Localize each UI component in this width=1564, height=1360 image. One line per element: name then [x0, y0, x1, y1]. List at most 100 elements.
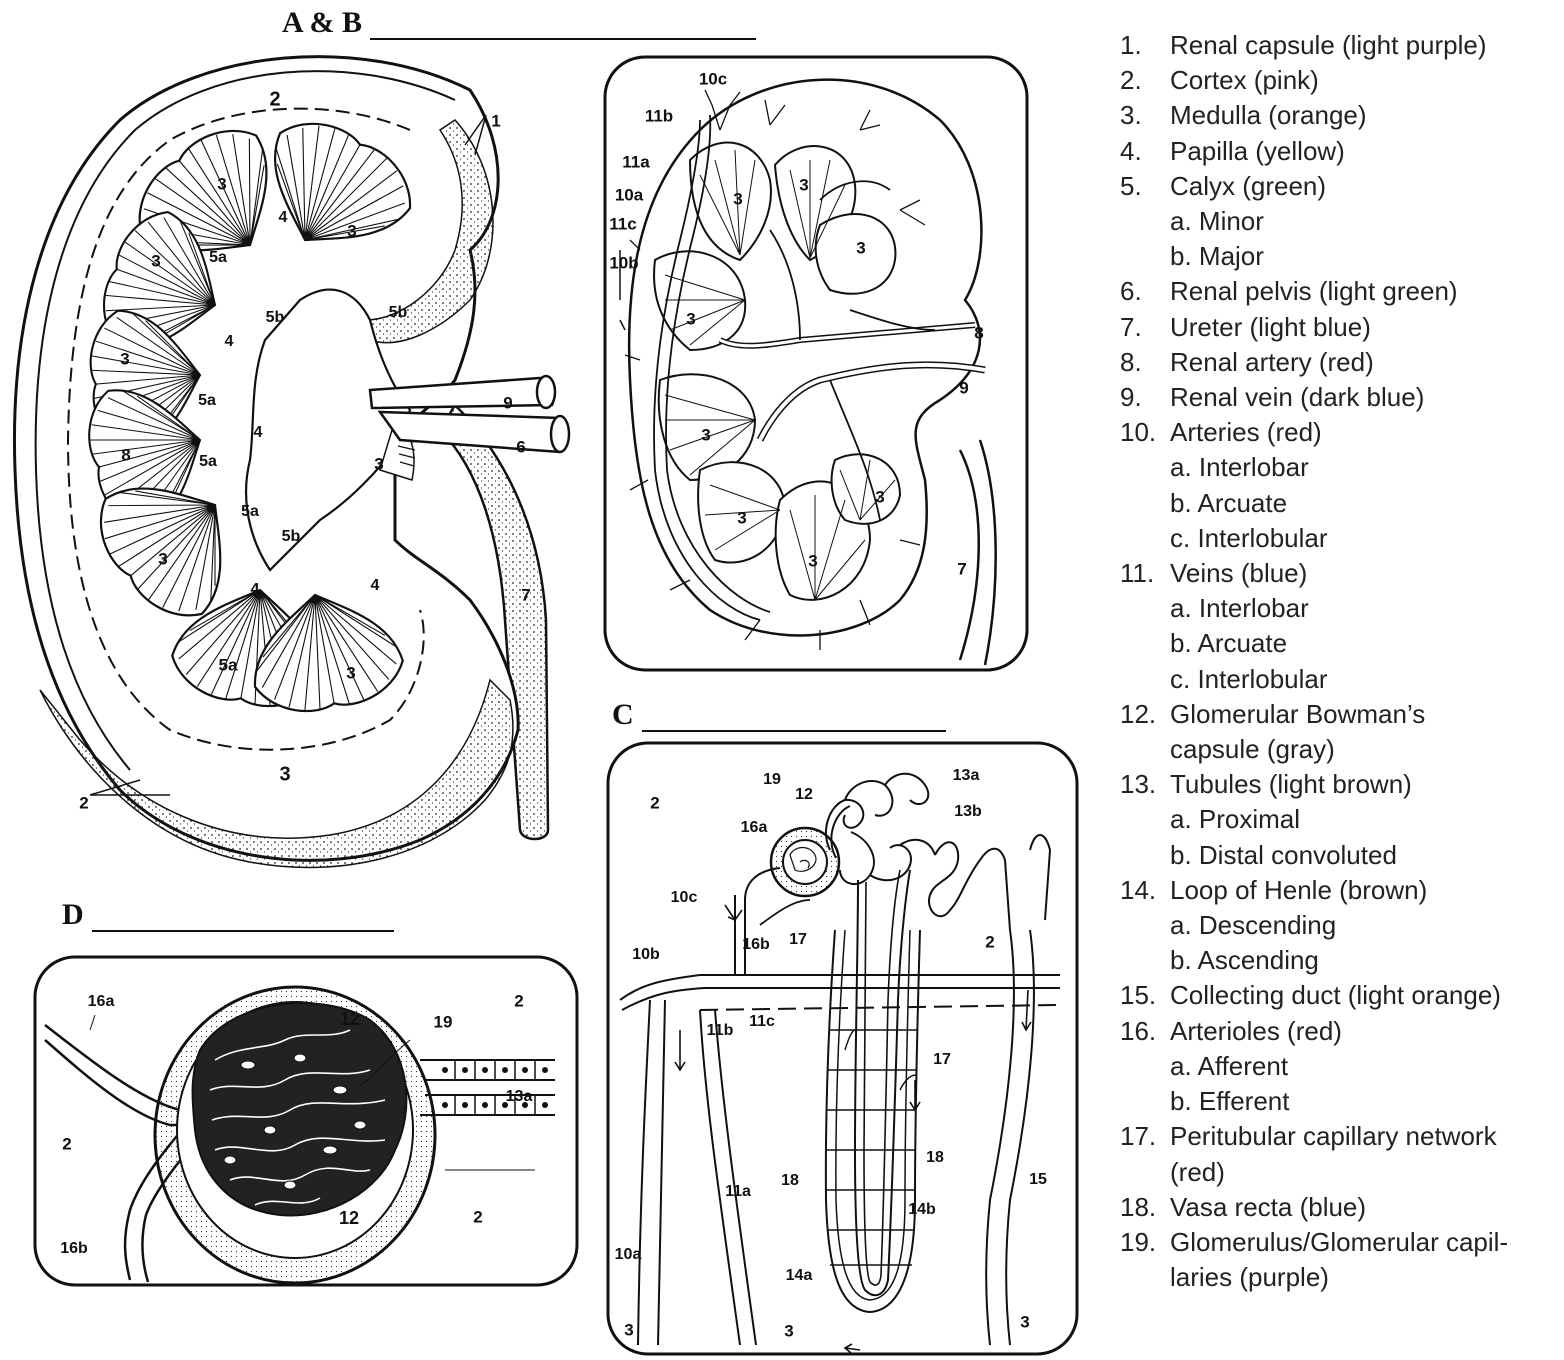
- legend-sub-text: b. Arcuate: [1120, 626, 1287, 661]
- legend-row: 8.Renal artery (red): [1120, 345, 1560, 380]
- glomerulus-label: 16b: [60, 1240, 88, 1257]
- legend-sub-text: a. Minor: [1120, 204, 1264, 239]
- vessels-label: 3: [737, 508, 746, 527]
- vessels-label: 7: [957, 559, 966, 578]
- kidney-cross-section: [14, 57, 569, 868]
- legend-number: 1.: [1120, 28, 1170, 63]
- nephron-label: 17: [933, 1051, 951, 1068]
- legend-text: Ureter (light blue): [1170, 310, 1371, 345]
- kidney-label: 4: [254, 424, 263, 441]
- legend-number: 9.: [1120, 380, 1170, 415]
- legend-text: Vasa recta (blue): [1170, 1190, 1366, 1225]
- kidney-label: 3: [279, 763, 290, 785]
- legend-text: Glomerulus/Glomerular capil-: [1170, 1225, 1508, 1260]
- legend-sub-text: c. Interlobular: [1120, 521, 1328, 556]
- legend-text: Calyx (green): [1170, 169, 1326, 204]
- nephron-label: 10a: [615, 1246, 642, 1263]
- legend-sub-text: a. Interlobar: [1120, 450, 1309, 485]
- kidney-label: 3: [158, 549, 167, 568]
- kidney-label: 9: [503, 393, 512, 412]
- kidney-label: 2: [269, 88, 280, 110]
- glomerulus-label: 2: [514, 991, 523, 1010]
- legend-number: 6.: [1120, 274, 1170, 309]
- legend-text: Renal vein (dark blue): [1170, 380, 1424, 415]
- legend-sub-text: b. Arcuate: [1120, 486, 1287, 521]
- legend-row: a. Descending: [1120, 908, 1560, 943]
- kidney-label: 5b: [389, 304, 408, 321]
- legend-sub-text: a. Descending: [1120, 908, 1336, 943]
- legend-number: 12.: [1120, 697, 1170, 732]
- legend-text: Loop of Henle (brown): [1170, 873, 1427, 908]
- legend-sub-text: laries (purple): [1120, 1260, 1329, 1295]
- vessels-label: 3: [701, 425, 710, 444]
- legend-row: 1.Renal capsule (light purple): [1120, 28, 1560, 63]
- vessels-label: 8: [974, 323, 983, 342]
- vessels-label: 10b: [609, 253, 638, 272]
- kidney-label: 3: [151, 251, 160, 270]
- legend-row: a. Interlobar: [1120, 591, 1560, 626]
- nephron-label: 2: [985, 932, 994, 951]
- kidney-label: 4: [225, 333, 234, 350]
- legend-text: Cortex (pink): [1170, 63, 1319, 98]
- nephron-label: 3: [1020, 1312, 1029, 1331]
- nephron-label: 13a: [953, 767, 980, 784]
- legend-row: 15.Collecting duct (light orange): [1120, 978, 1560, 1013]
- legend-sub-text: b. Distal convoluted: [1120, 838, 1397, 873]
- legend-number: 11.: [1120, 556, 1170, 591]
- nephron-label: 17: [789, 931, 807, 948]
- glomerulus-label: 2: [62, 1134, 71, 1153]
- glomerulus-label: 12: [340, 1009, 360, 1029]
- legend-number: 8.: [1120, 345, 1170, 380]
- nephron-label: 2: [650, 793, 659, 812]
- legend-text: Veins (blue): [1170, 556, 1307, 591]
- legend-number: 17.: [1120, 1119, 1170, 1154]
- legend-row: a. Afferent: [1120, 1049, 1560, 1084]
- legend-sub-text: c. Interlobular: [1120, 662, 1328, 697]
- legend-row: 2.Cortex (pink): [1120, 63, 1560, 98]
- legend-row: b. Arcuate: [1120, 626, 1560, 661]
- nephron-label: 16a: [741, 819, 768, 836]
- nephron-label: 18: [781, 1172, 799, 1189]
- legend-number: 4.: [1120, 134, 1170, 169]
- kidney-label: 6: [516, 437, 525, 456]
- vessels-label: 10a: [615, 185, 644, 204]
- legend-number: 16.: [1120, 1014, 1170, 1049]
- nephron-label: 3: [624, 1320, 633, 1339]
- kidney-label: 5a: [199, 453, 217, 470]
- legend-row: 16.Arterioles (red): [1120, 1014, 1560, 1049]
- legend-row: laries (purple): [1120, 1260, 1560, 1295]
- legend-number: 2.: [1120, 63, 1170, 98]
- legend-number: 10.: [1120, 415, 1170, 450]
- legend-text: Medulla (orange): [1170, 98, 1367, 133]
- legend-text: Tubules (light brown): [1170, 767, 1412, 802]
- legend-row: 7.Ureter (light blue): [1120, 310, 1560, 345]
- kidney-label: 3: [347, 221, 356, 240]
- nephron-label: 13b: [954, 803, 982, 820]
- legend-row: 3.Medulla (orange): [1120, 98, 1560, 133]
- kidney-label: 5a: [198, 392, 216, 409]
- legend-text: Peritubular capillary network: [1170, 1119, 1497, 1154]
- legend-sub-text: (red): [1120, 1155, 1225, 1190]
- kidney-label: 5a: [209, 249, 227, 266]
- legend-row: b. Distal convoluted: [1120, 838, 1560, 873]
- legend-sub-text: b. Ascending: [1120, 943, 1319, 978]
- kidney-label: 4: [251, 581, 260, 598]
- legend-row: b. Ascending: [1120, 943, 1560, 978]
- legend-number: 5.: [1120, 169, 1170, 204]
- legend-row: (red): [1120, 1155, 1560, 1190]
- vessels-label: 3: [733, 189, 742, 208]
- nephron-label: 15: [1029, 1171, 1047, 1188]
- legend-sub-text: b. Major: [1120, 239, 1264, 274]
- legend-number: 3.: [1120, 98, 1170, 133]
- legend-row: b. Arcuate: [1120, 486, 1560, 521]
- nephron-label: 11a: [725, 1183, 751, 1200]
- legend-row: 12.Glomerular Bowman’s: [1120, 697, 1560, 732]
- legend-row: c. Interlobular: [1120, 521, 1560, 556]
- vessels-label: 11b: [645, 106, 673, 125]
- nephron-label: 3: [784, 1321, 793, 1340]
- nephron-label: 10c: [671, 889, 698, 906]
- legend-row: 4.Papilla (yellow): [1120, 134, 1560, 169]
- legend-row: 6.Renal pelvis (light green): [1120, 274, 1560, 309]
- nephron-diagram: [608, 743, 1077, 1354]
- legend-number: 15.: [1120, 978, 1170, 1013]
